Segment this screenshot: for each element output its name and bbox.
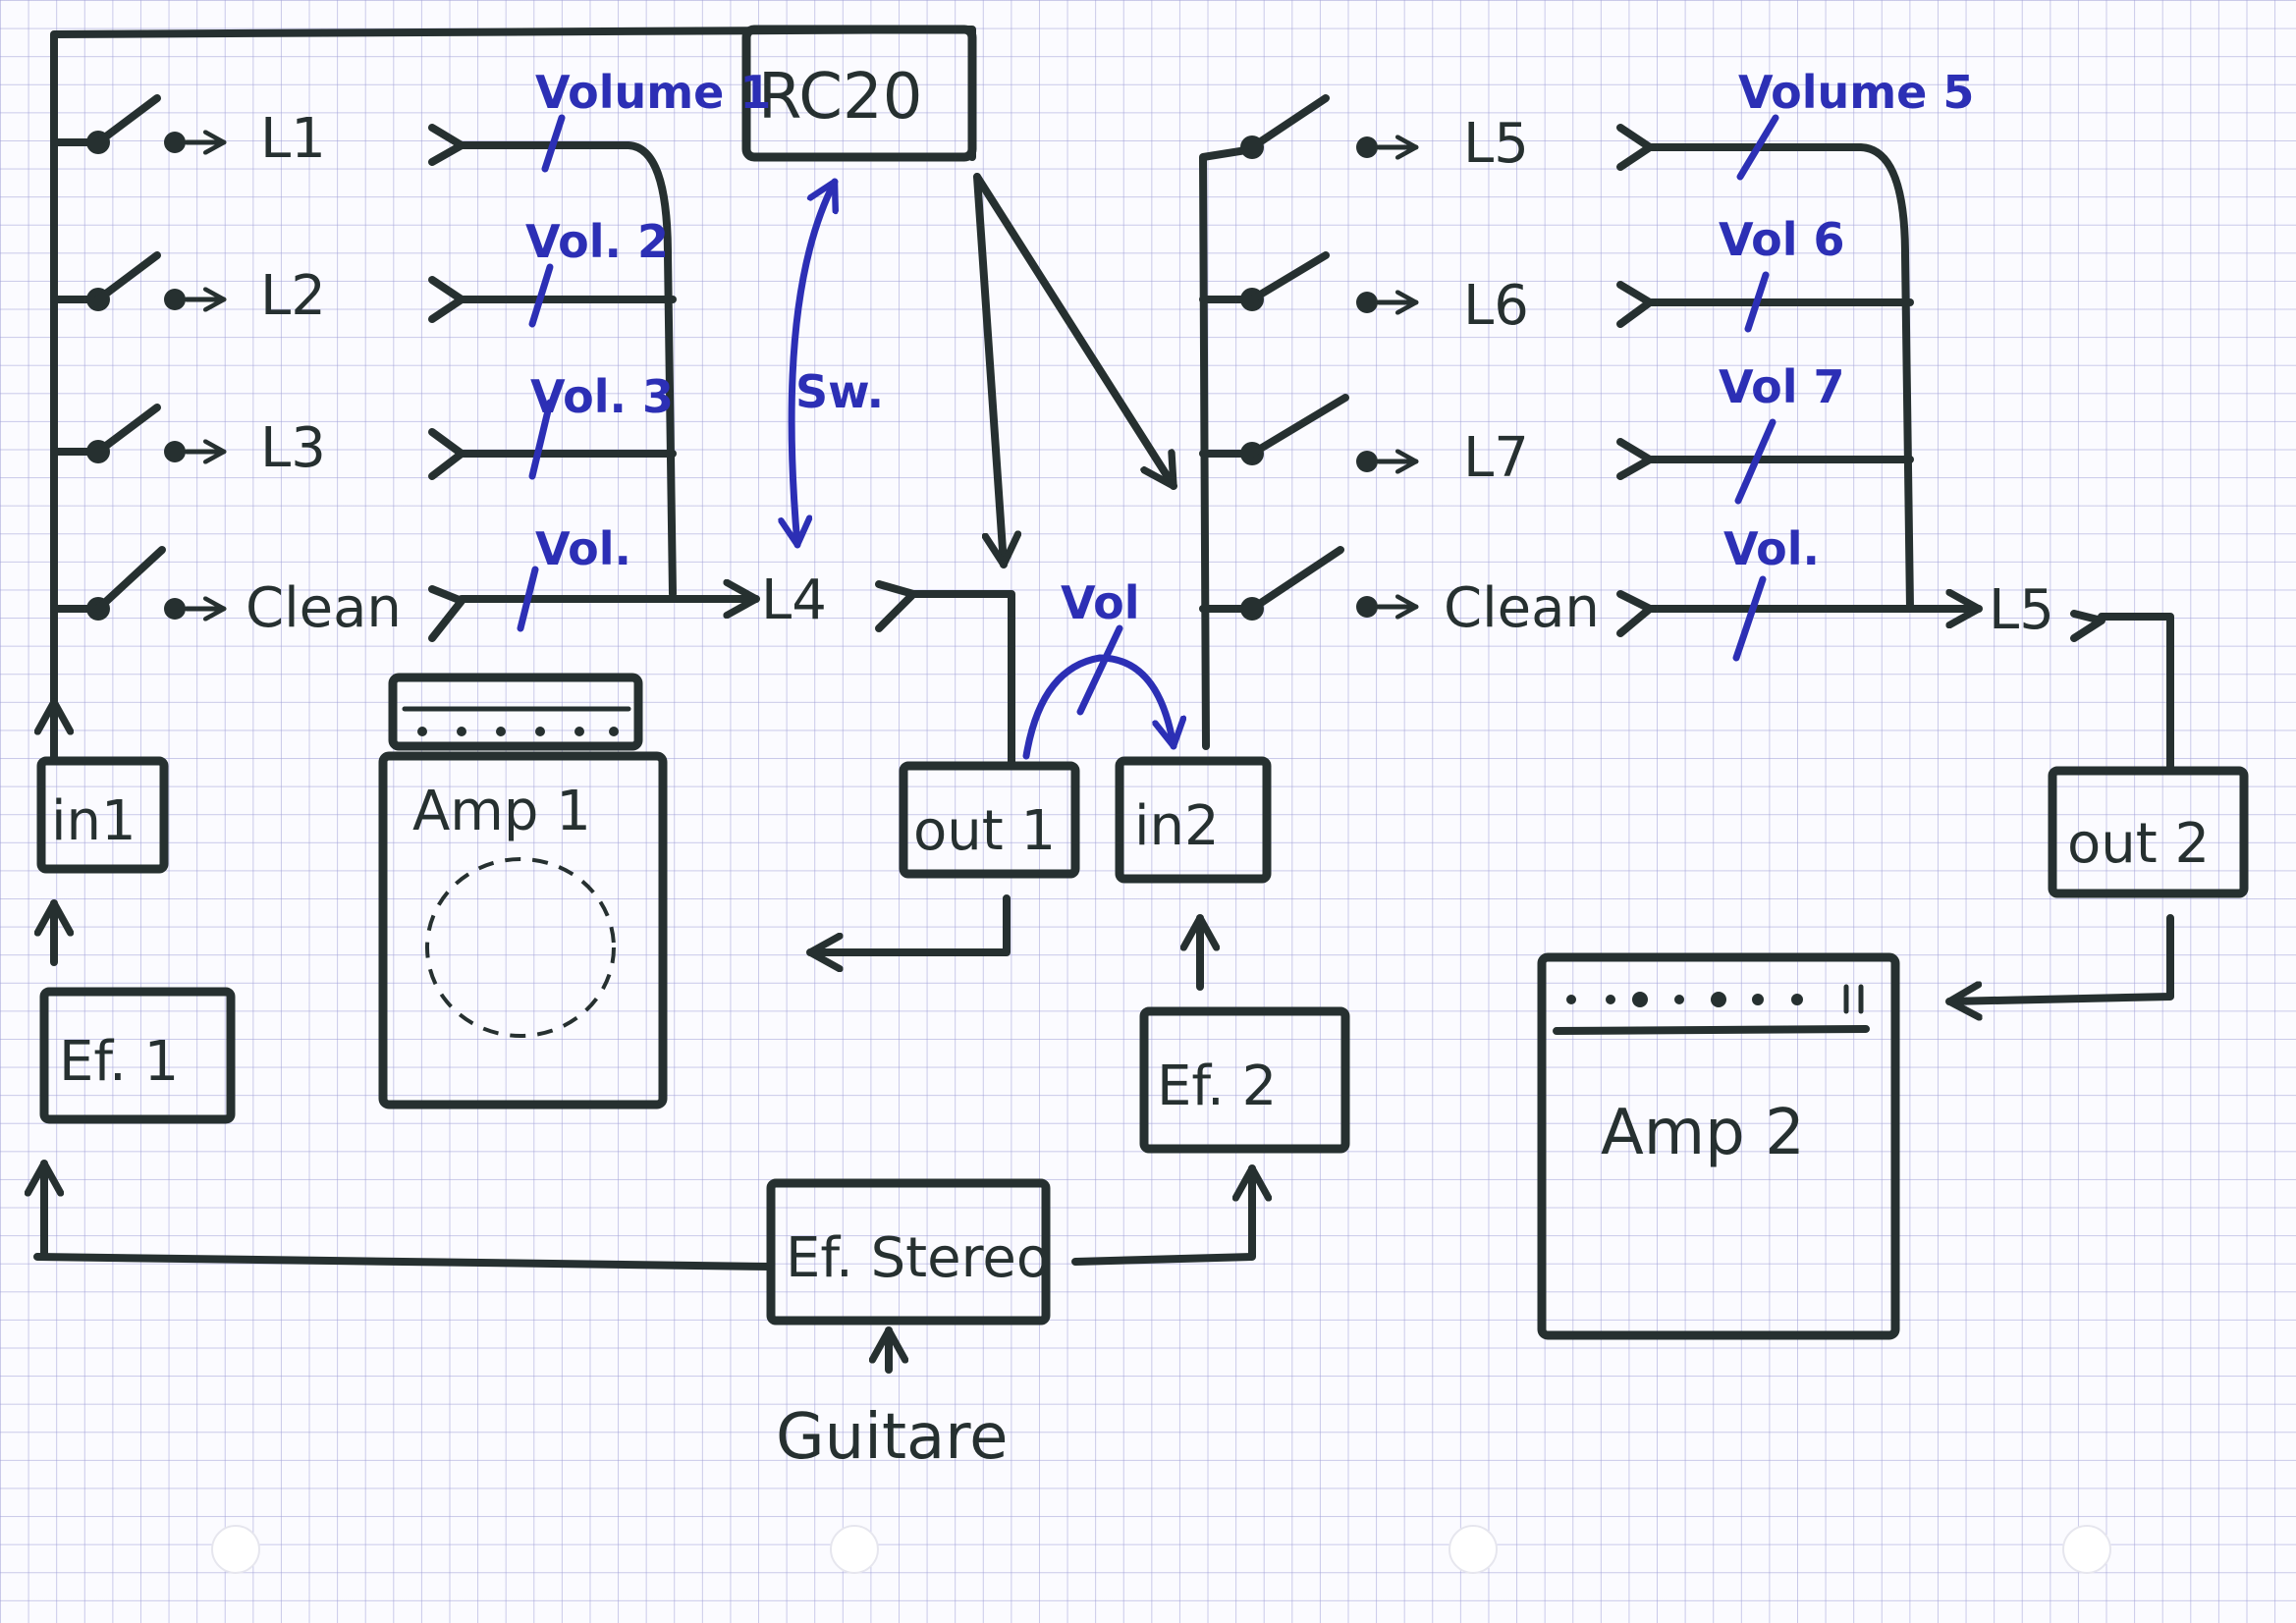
loop-label-l1: L1 [260,107,326,171]
loop-label-clean-1: Clean [246,576,402,640]
ef2-pedal[interactable]: Ef. 2 [1139,1006,1350,1154]
l4-to-out1 [875,580,1015,770]
volume-label-7: Vol 7 [1719,360,1844,413]
amp2-label: Amp 2 [1601,1097,1805,1169]
amp1-speaker-icon [425,857,616,1038]
left-returns: L4 [428,124,827,642]
guitar-label: Guitare [776,1401,1009,1474]
punch-holes [211,1525,2111,1574]
amp1-knobs [417,727,619,736]
switch-l2[interactable]: L2 [86,251,326,328]
amp1-label: Amp 1 [412,780,591,843]
ef-stereo-label: Ef. Stereo [786,1226,1050,1290]
right-returns: L5 [1616,124,2174,775]
amp1[interactable]: Amp 1 [378,673,668,1109]
volume-label-3: Vol. 3 [530,370,674,423]
right-volumes: Volume 5 Vol 6 Vol 7 Vol. [1719,66,1974,662]
ef1-pedal[interactable]: Ef. 1 [44,987,236,1261]
ef2-label: Ef. 2 [1157,1055,1277,1118]
switch-label: Sw. [795,365,884,418]
switch-l1[interactable]: L1 [86,94,326,171]
switch-l5[interactable]: L5 [1240,94,1529,176]
switch-clean-2[interactable]: Clean [1240,546,1600,640]
left-switches: L1 L2 L3 Clean [86,94,402,640]
switch-l3[interactable]: L3 [86,404,326,480]
amp2[interactable]: Amp 2 [1537,952,1900,1340]
volume-label-6: Vol 6 [1719,213,1844,266]
loop-label-l7: L7 [1463,426,1529,490]
out2-label: out 2 [2067,812,2210,876]
link-vol-label: Vol [1061,576,1139,629]
out1-in2-vol-link: Vol [1022,576,1174,760]
loop-label-clean-2: Clean [1444,576,1600,640]
ef-stereo-pedal[interactable]: Ef. Stereo Guitare [33,1164,1252,1474]
loop-label-l5: L5 [1463,112,1529,176]
right-output-label: L5 [1989,578,2054,642]
right-switches: L5 L6 L7 Clean [1240,94,1600,640]
out1-label: out 1 [913,799,1056,863]
volume-label-2: Vol. 2 [525,215,669,268]
volume-label-4: Vol. [535,522,631,575]
volume-label-8: Vol. [1723,522,1820,575]
switch-link: Sw. [792,178,884,549]
ef1-label: Ef. 1 [59,1030,179,1094]
loop-label-l3: L3 [260,416,326,480]
switch-l6[interactable]: L6 [1240,251,1529,338]
in2-label: in2 [1134,794,1220,858]
rc20-unit[interactable]: RC20 [741,25,977,162]
in2-jack[interactable]: in2 [1115,756,1272,991]
left-output-label: L4 [761,568,827,632]
out2-jack[interactable]: out 2 [1945,766,2249,1001]
switch-clean-1[interactable]: Clean [86,546,402,640]
left-volumes: Volume 1 Vol. 2 Vol. 3 Vol. [517,66,771,632]
loop-label-l2: L2 [260,264,326,328]
volume-label-1: Volume 1 [535,66,771,119]
loop-label-l6: L6 [1463,274,1529,338]
in1-jack[interactable]: in1 [41,698,169,966]
rc20-label: RC20 [758,61,922,134]
rc20-arrows [973,173,1177,568]
volume-label-5: Volume 5 [1738,66,1974,119]
switch-l7[interactable]: L7 [1240,394,1529,490]
out1-jack[interactable]: out 1 [806,761,1080,952]
in1-label: in1 [51,789,137,853]
amp2-knobs [1566,984,1864,1014]
